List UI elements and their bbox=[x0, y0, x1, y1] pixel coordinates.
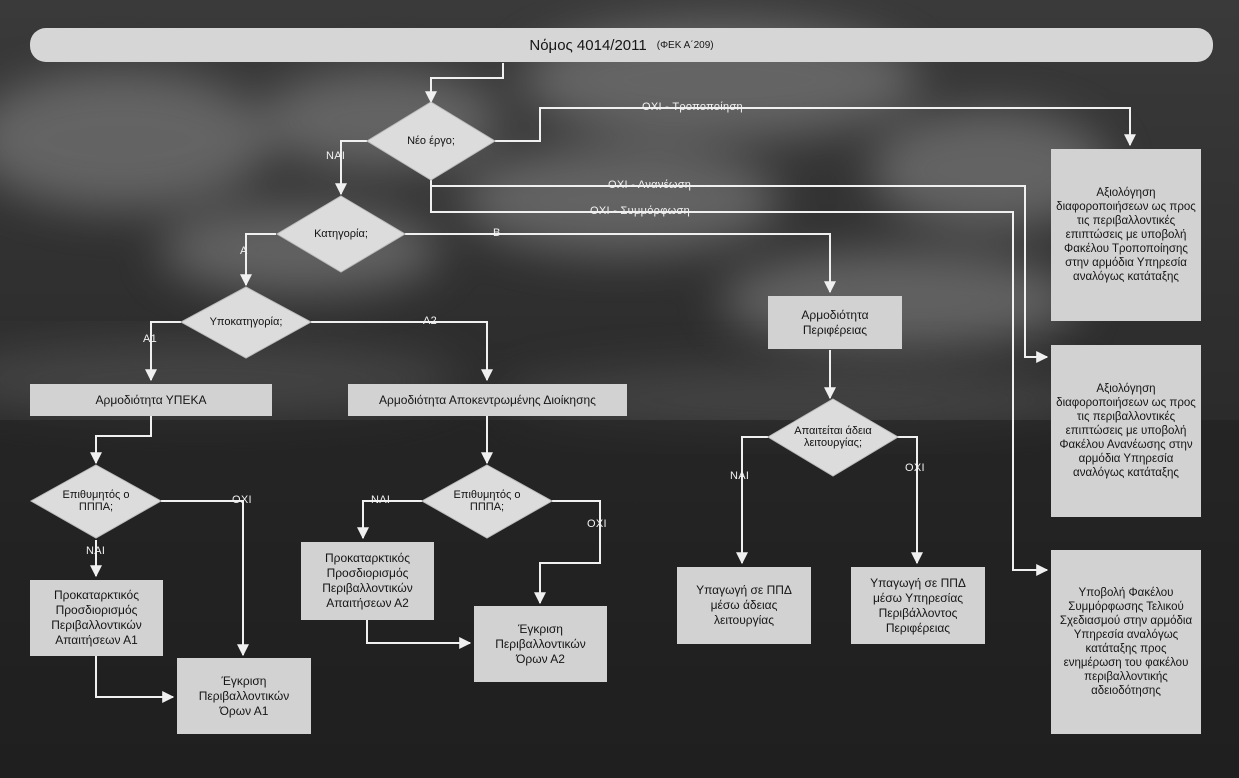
box-region: Αρμοδιότητα Περιφέρειας bbox=[768, 296, 902, 349]
label-yes-new: ΝΑΙ bbox=[326, 150, 346, 162]
label-no-compliance: ΟΧΙ - Συμμόρφωση bbox=[590, 205, 691, 217]
label-no-modification: ΟΧΙ - Τροποποίηση bbox=[642, 101, 743, 113]
decision-subcategory: Υποκατηγορία; bbox=[209, 316, 283, 328]
label-cat-b: Β bbox=[493, 227, 501, 239]
label-permit-no: ΟΧΙ bbox=[905, 462, 925, 474]
box-prelim-a1-text: Προκαταρκτικός Προσδιορισμός Περιβαλλοντ… bbox=[51, 588, 142, 647]
box-ppd-service-text: Υπαγωγή σε ΠΠΔ μέσω Υπηρεσίας Περιβάλλον… bbox=[870, 575, 966, 635]
label-a1-yes: ΝΑΙ bbox=[86, 545, 106, 557]
box-ypeka: Αρμοδιότητα ΥΠΕΚΑ bbox=[30, 384, 272, 416]
box-eval-renewal: Αξιολόγηση διαφοροποιήσεων ως προς τις π… bbox=[1051, 345, 1201, 517]
box-ppd-service: Υπαγωγή σε ΠΠΔ μέσω Υπηρεσίας Περιβάλλον… bbox=[851, 567, 985, 644]
label-a1-no: ΟΧΙ bbox=[232, 494, 252, 506]
decision-desired-a2: Επιθυμητός ο ΠΠΠΑ; bbox=[453, 489, 521, 513]
box-ppd-permit: Υπαγωγή σε ΠΠΔ μέσω άδειας λειτουργίας bbox=[677, 567, 811, 644]
box-prelim-a1: Προκαταρκτικός Προσδιορισμός Περιβαλλοντ… bbox=[30, 580, 163, 656]
box-approval-a2: Έγκριση Περιβαλλοντικών Όρων Α2 bbox=[474, 606, 607, 682]
decision-new-project: Νέο έργο; bbox=[407, 135, 455, 147]
box-compliance-submission: Υποβολή Φακέλου Συμμόρφωσης Τελικού Σχεδ… bbox=[1051, 550, 1201, 734]
box-approval-a1-text: Έγκριση Περιβαλλοντικών Όρων Α1 bbox=[198, 673, 290, 718]
decision-category: Κατηγορία; bbox=[314, 228, 368, 240]
title-bar: Νόμος 4014/2011 (ΦΕΚ Α΄209) bbox=[30, 28, 1213, 62]
label-sub-a2: Α2 bbox=[423, 315, 438, 327]
box-eval-renewal-text: Αξιολόγηση διαφοροποιήσεων ως προς τις π… bbox=[1056, 383, 1196, 479]
label-no-renewal: ΟΧΙ - Ανανέωση bbox=[608, 179, 692, 191]
title-main: Νόμος 4014/2011 bbox=[529, 36, 647, 54]
label-a2-no: ΟΧΙ bbox=[587, 518, 607, 530]
title-sub: (ΦΕΚ Α΄209) bbox=[656, 39, 714, 51]
label-a2-yes: ΝΑΙ bbox=[371, 494, 391, 506]
box-ypeka-text: Αρμοδιότητα ΥΠΕΚΑ bbox=[95, 392, 207, 407]
box-decentralized: Αρμοδιότητα Αποκεντρωμένης Διοίκησης bbox=[348, 384, 627, 416]
decision-desired-a1: Επιθυμητός ο ΠΠΠΑ; bbox=[62, 489, 130, 513]
decision-operating-permit: Απαιτείται άδεια λειτουργίας; bbox=[794, 425, 872, 449]
label-permit-yes: ΝΑΙ bbox=[730, 470, 750, 482]
box-compliance-submission-text: Υποβολή Φακέλου Συμμόρφωσης Τελικού Σχεδ… bbox=[1059, 587, 1193, 697]
box-prelim-a2-text: Προκαταρκτικός Προσδιορισμός Περιβαλλοντ… bbox=[322, 551, 413, 610]
box-ppd-permit-text: Υπαγωγή σε ΠΠΔ μέσω άδειας λειτουργίας bbox=[696, 583, 792, 627]
box-eval-modification: Αξιολόγηση διαφοροποιήσεων ως προς τις π… bbox=[1051, 149, 1201, 321]
box-prelim-a2: Προκαταρκτικός Προσδιορισμός Περιβαλλοντ… bbox=[301, 542, 434, 620]
box-approval-a1: Έγκριση Περιβαλλοντικών Όρων Α1 bbox=[177, 658, 311, 734]
box-approval-a2-text: Έγκριση Περιβαλλοντικών Όρων Α2 bbox=[495, 621, 586, 666]
box-region-text: Αρμοδιότητα Περιφέρειας bbox=[801, 307, 869, 337]
box-decentralized-text: Αρμοδιότητα Αποκεντρωμένης Διοίκησης bbox=[379, 392, 596, 407]
label-cat-a: Α bbox=[240, 245, 248, 257]
box-eval-modification-text: Αξιολόγηση διαφοροποιήσεων ως προς τις π… bbox=[1056, 187, 1196, 283]
label-sub-a1: Α1 bbox=[143, 333, 158, 345]
